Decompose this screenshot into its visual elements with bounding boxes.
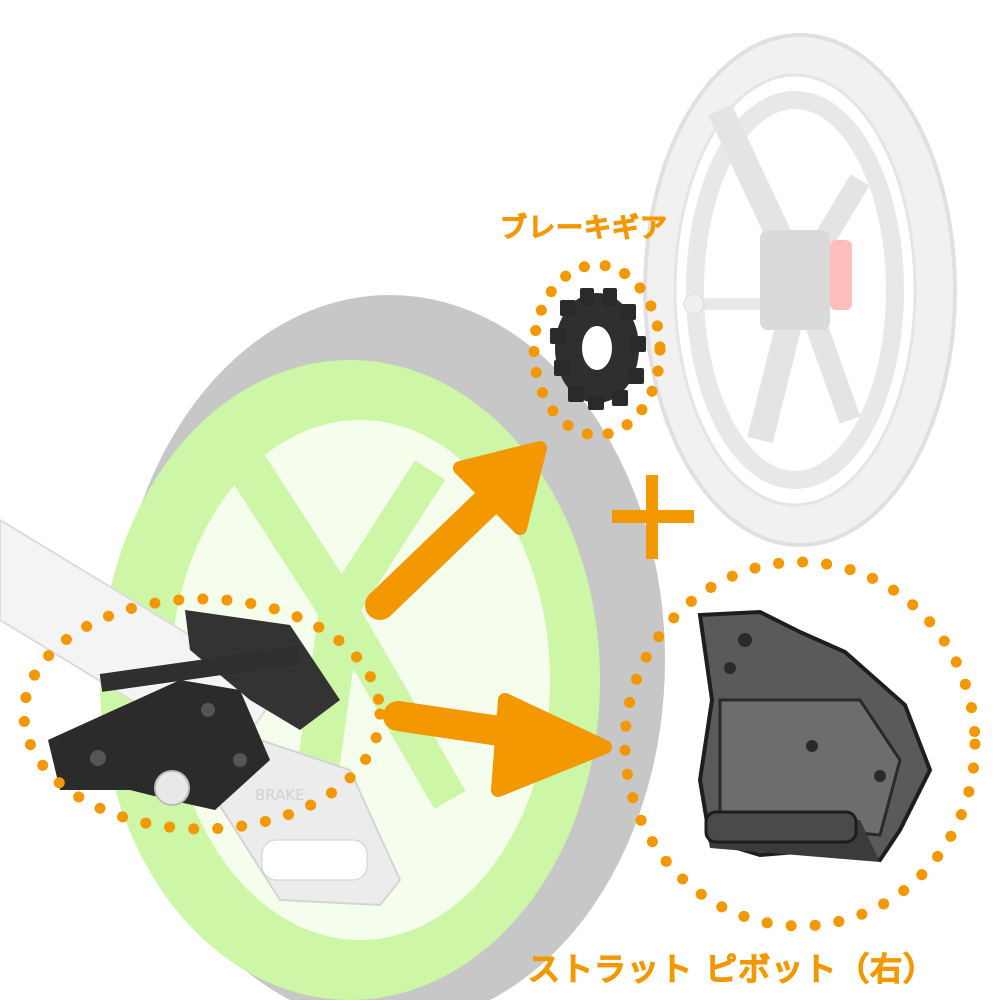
- highlight-circle-pivot: [18, 593, 386, 835]
- main-wheel-image: BRAKE: [0, 295, 665, 1000]
- highlight-circle-strut-pivot: [619, 556, 981, 932]
- wheel-stamp-text: BRAKE: [255, 786, 305, 804]
- plus-icon: [612, 475, 694, 559]
- strut-pivot-label: ストラット ピボット（右）: [527, 950, 937, 989]
- brake-gear-image: [550, 288, 646, 410]
- faded-wheel-image: [643, 33, 957, 547]
- arrow-right-icon: [383, 693, 612, 797]
- strut-pivot-image: [697, 609, 933, 863]
- brake-gear-label: ブレーキギア: [500, 213, 668, 245]
- gear-highlight: [830, 240, 852, 310]
- arrow-up-right-icon: [365, 441, 547, 620]
- highlight-circle-brake-gear: [528, 259, 666, 441]
